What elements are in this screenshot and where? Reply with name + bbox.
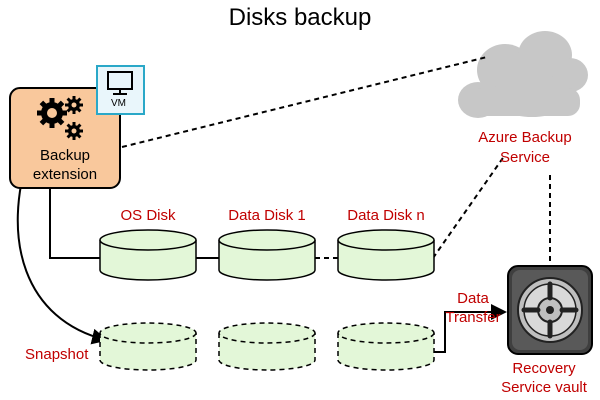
snapshot-disk-1 (99, 322, 197, 371)
data-transfer-arrow (433, 304, 507, 353)
page-title: Disks backup (228, 4, 372, 31)
cloud-icon (458, 31, 588, 118)
vm-badge-label: VM (111, 98, 126, 109)
vault-label: Recovery Service vault (501, 360, 587, 396)
vault-icon (507, 265, 593, 355)
snapshot-disk-2 (218, 322, 316, 371)
cloud-label: Azure Backup Service (478, 129, 572, 166)
snapshot-label: Snapshot (25, 346, 89, 363)
ext-to-cloud-line (121, 56, 488, 148)
data-disk-1-label: Data Disk 1 (228, 207, 306, 224)
disks-to-cloud-line (432, 154, 506, 259)
os-disk-cylinder (99, 229, 197, 281)
gears-icon (37, 96, 83, 140)
data-disk-1-cylinder (218, 229, 316, 281)
vm-to-disks-line (49, 188, 100, 259)
backup-extension-label: Backup extension (32, 147, 98, 183)
os-disk-label: OS Disk (120, 207, 176, 224)
data-transfer-label: Data Transfer (445, 290, 501, 326)
monitor-icon (107, 71, 133, 95)
data-disk-n-label: Data Disk n (347, 207, 425, 224)
snapshot-disk-3 (337, 322, 435, 371)
data-disk-n-cylinder (337, 229, 435, 281)
